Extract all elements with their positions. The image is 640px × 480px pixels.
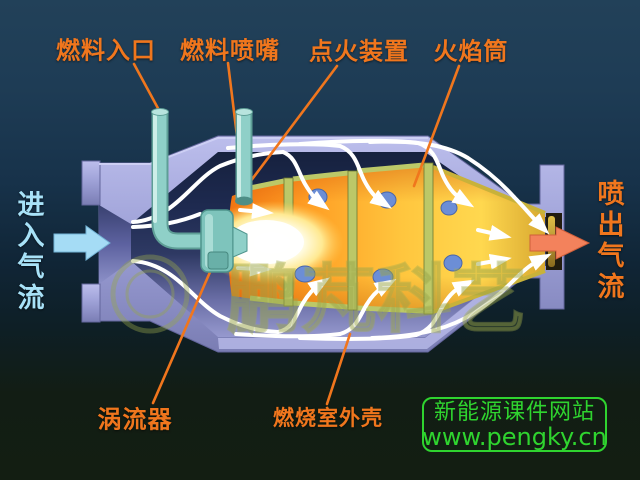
watermark-logo — [110, 254, 190, 334]
watermark-text: 鹏芃科艺 — [227, 257, 527, 343]
leader-swirler — [151, 254, 219, 405]
swirler-assembly — [200, 209, 248, 273]
igniter-label: 点火装置 — [309, 37, 409, 66]
fuel-nozzle-label: 燃料喷嘴 — [180, 36, 280, 65]
leader-igniter — [242, 64, 339, 192]
inlet-duct — [99, 205, 131, 284]
inlet-flow-label: 进入气流 — [12, 190, 44, 314]
flame-core — [228, 220, 304, 264]
nozzle-cone — [232, 226, 248, 258]
leader-casing — [325, 332, 352, 406]
inlet-flange — [81, 160, 101, 206]
liner-rim — [249, 162, 425, 314]
inlet-flange — [81, 283, 101, 323]
leader-flame-tube — [412, 64, 461, 188]
outlet-flow-label: 喷出气流 — [592, 179, 624, 303]
leader-fuel-inlet — [132, 62, 162, 114]
fuel-inlet-label: 燃料入口 — [56, 36, 156, 65]
site-url: www.pengky.cn — [422, 422, 607, 451]
site-credit-box: 新能源课件网站 www.pengky.cn — [422, 397, 607, 452]
fuel-inlet-pipe — [151, 108, 204, 250]
swirler-label: 涡流器 — [97, 405, 173, 434]
fuel-nozzle-pipe — [235, 108, 253, 206]
site-name: 新能源课件网站 — [433, 399, 595, 425]
outlet-flow-arrow — [529, 226, 591, 260]
inlet-flow-arrow — [53, 225, 111, 261]
exit-cone-rim — [432, 165, 546, 314]
airflow-streamlines — [131, 138, 552, 341]
igniter-tip — [235, 196, 253, 206]
casing-label: 燃烧室外壳 — [273, 406, 383, 430]
flame-tube-label: 火焰筒 — [433, 37, 509, 66]
